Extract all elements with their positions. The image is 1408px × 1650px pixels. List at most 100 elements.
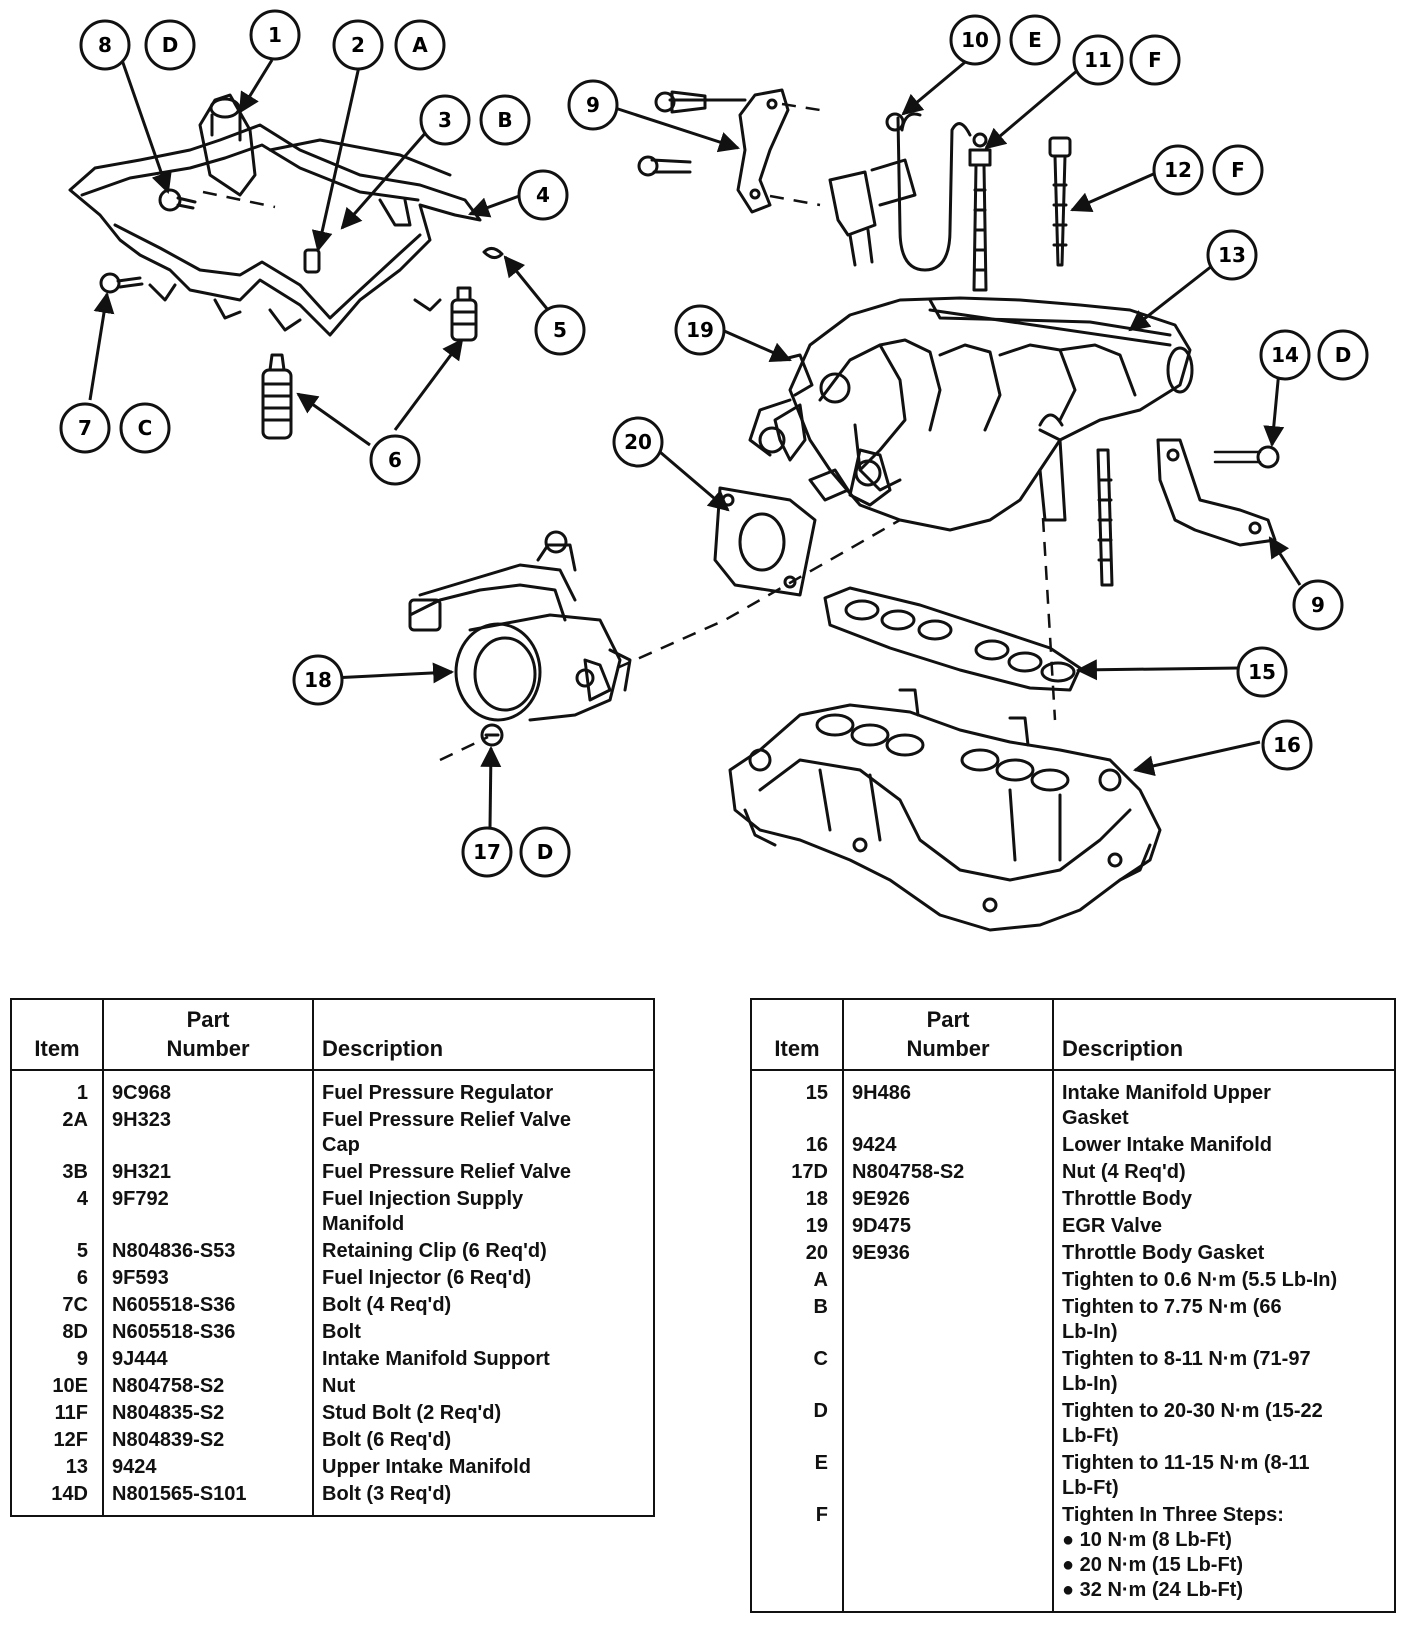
- cell-item: 9: [76, 1348, 88, 1371]
- callout-cC: C: [119, 402, 171, 454]
- cell-item: A: [813, 1269, 828, 1292]
- callout-circle: [534, 304, 586, 356]
- callout-circle: [249, 9, 301, 61]
- cell-item: 6: [76, 1267, 88, 1290]
- description-line: Lb-In): [1062, 1373, 1118, 1396]
- cell-item: 14D: [51, 1483, 88, 1506]
- callout-cF2: F: [1212, 144, 1264, 196]
- description-line: Bolt (6 Req'd): [322, 1429, 452, 1452]
- cell-part-number: N804758-S2: [842, 1159, 1053, 1187]
- callout-label: 5: [553, 318, 567, 342]
- cell-part-number: N804836-S53: [102, 1238, 313, 1266]
- callout-c2: 2: [332, 19, 384, 71]
- callout-circle: [519, 826, 571, 878]
- cell-item: B: [813, 1296, 828, 1319]
- lower-intake-manifold: [728, 688, 1162, 932]
- callout-circle: [59, 402, 111, 454]
- callout-label: F: [1231, 158, 1245, 182]
- callout-circle: [394, 19, 446, 71]
- cell-item: E: [814, 1452, 828, 1475]
- callout-label: 3: [438, 108, 452, 132]
- description-line: EGR Valve: [1062, 1215, 1163, 1238]
- cell-part-number: [842, 1267, 1053, 1295]
- callout-c3: 3: [419, 94, 471, 146]
- callout-c12: 12: [1152, 144, 1204, 196]
- callout-label: 4: [536, 183, 550, 207]
- description-line: Gasket: [1062, 1107, 1129, 1130]
- throttle-body: [408, 530, 632, 722]
- cell-description: Bolt (6 Req'd): [312, 1427, 654, 1455]
- description-line: Tighten to 8-11 N·m (71-97: [1062, 1348, 1311, 1371]
- cell-item: 7C: [62, 1294, 88, 1317]
- callout-label: 14: [1271, 343, 1299, 367]
- description-line: Lb-Ft): [1062, 1477, 1119, 1500]
- cell-part-number: 9424: [102, 1454, 313, 1482]
- cell-item: 2A: [62, 1109, 88, 1132]
- callout-c15: 15: [1236, 646, 1288, 698]
- callout-c19: 19: [674, 304, 726, 356]
- callout-label: D: [537, 840, 554, 864]
- callout-circle: [1261, 719, 1313, 771]
- callout-cF1: F: [1129, 34, 1181, 86]
- description-line: Intake Manifold Support: [322, 1348, 550, 1371]
- description-line: Nut: [322, 1375, 356, 1398]
- callout-label: 9: [586, 93, 600, 117]
- callout-circle: [1129, 34, 1181, 86]
- cell-item: 1: [76, 1082, 88, 1105]
- table-row: 13 9424 Upper Intake Manifold: [11, 1454, 654, 1482]
- callout-circle: [1009, 14, 1061, 66]
- callout-circle: [517, 169, 569, 221]
- cell-part-number: N605518-S36: [102, 1292, 313, 1320]
- callout-cB: B: [479, 94, 531, 146]
- callout-c1: 1: [249, 9, 301, 61]
- cell-description: Throttle Body: [1052, 1186, 1395, 1214]
- cell-part-number: 9H323: [102, 1107, 313, 1160]
- callout-c16: 16: [1261, 719, 1313, 771]
- cell-part-number: 9424: [842, 1132, 1053, 1160]
- cell-item: 17D: [791, 1161, 828, 1184]
- description-line: Fuel Injector (6 Req'd): [322, 1267, 532, 1290]
- callout-label: C: [138, 416, 153, 440]
- description-line: Fuel Pressure Relief Valve: [322, 1161, 572, 1184]
- callout-circle: [1206, 229, 1258, 281]
- cell-part-number: 9E936: [842, 1240, 1053, 1268]
- cell-item: 12F: [53, 1429, 88, 1452]
- upper-intake-manifold: [748, 296, 1194, 532]
- callout-label: A: [412, 33, 428, 57]
- description-line: Tighten to 7.75 N·m (66: [1062, 1296, 1282, 1319]
- callout-circle: [612, 416, 664, 468]
- description-line: Upper Intake Manifold: [322, 1456, 531, 1479]
- description-line: Tighten to 20-30 N·m (15-22: [1062, 1400, 1323, 1423]
- cell-item: 18: [805, 1188, 828, 1211]
- description-line: Cap: [322, 1134, 360, 1157]
- cell-item: 15: [805, 1082, 828, 1105]
- callout-cE: E: [1009, 14, 1061, 66]
- cell-item: 10E: [52, 1375, 88, 1398]
- callout-circle: [1292, 579, 1344, 631]
- callout-c20: 20: [612, 416, 664, 468]
- fuel-injector-upper: [450, 286, 478, 342]
- callout-circle: [567, 79, 619, 131]
- callout-circle: [419, 94, 471, 146]
- cell-part-number: N804758-S2: [102, 1373, 313, 1401]
- callout-c17: 17: [461, 826, 513, 878]
- header-item: Item: [774, 1035, 820, 1061]
- cell-item: 19: [805, 1215, 828, 1238]
- cell-item: 13: [65, 1456, 88, 1479]
- cell-description: Tighten to 0.6 N·m (5.5 Lb-In): [1052, 1267, 1395, 1295]
- callout-circle: [1212, 144, 1264, 196]
- callout-circle: [292, 654, 344, 706]
- callout-label: D: [1335, 343, 1352, 367]
